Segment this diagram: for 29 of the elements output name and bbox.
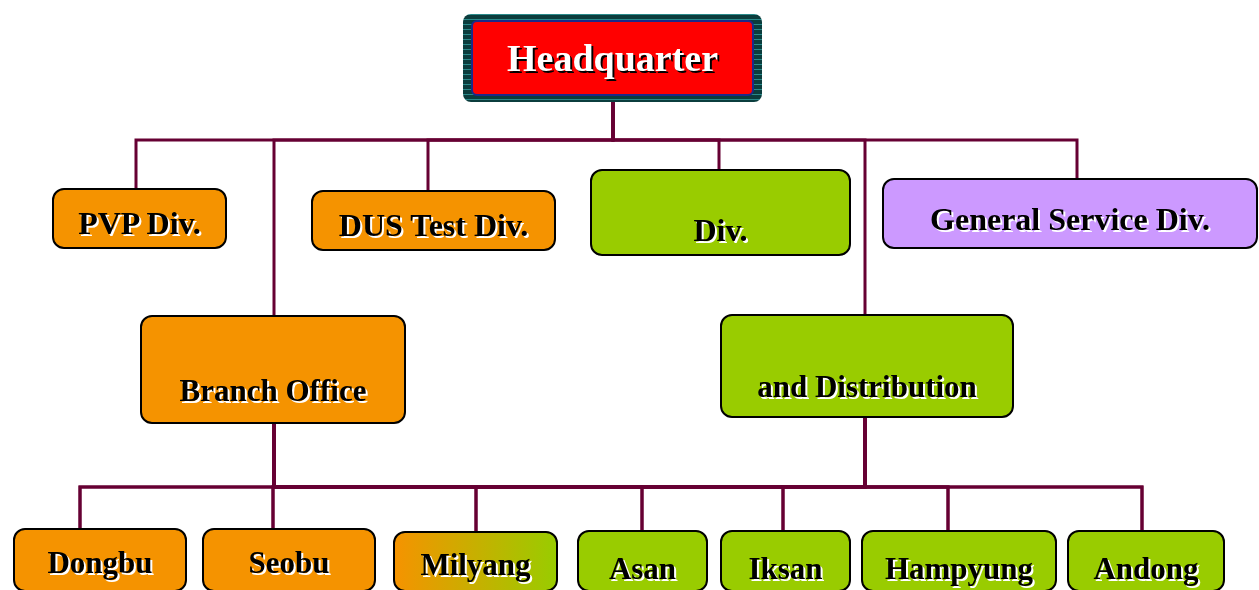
unit-name: Asan	[608, 551, 677, 586]
org-unit-box	[882, 178, 1258, 249]
unit-name: PVP Div.	[78, 205, 201, 241]
connector-line	[863, 418, 1144, 530]
unit-name: Andong	[1093, 551, 1199, 586]
unit-name: DUS Test Div.	[338, 207, 529, 243]
org-unit-box	[311, 190, 556, 251]
headquarter-label: Headquarter	[471, 20, 754, 96]
org-unit-box	[202, 528, 376, 590]
org-unit-box	[720, 314, 1014, 418]
org-unit-box	[861, 530, 1057, 590]
unit-name: Div.	[693, 212, 748, 248]
unit-name: General Service Div.	[930, 201, 1210, 237]
unit-name: Milyang	[420, 547, 531, 582]
org-unit-box	[577, 530, 708, 590]
unit-name: Dongbu	[47, 545, 153, 580]
org-unit-box	[393, 531, 558, 590]
org-unit-box	[140, 315, 406, 424]
org-unit-box	[590, 169, 851, 256]
org-unit-box	[13, 528, 187, 590]
unit-name: and Distribution	[757, 369, 977, 404]
org-unit-box	[720, 530, 851, 590]
headquarter-box	[463, 14, 762, 102]
unit-name: Seobu	[248, 545, 330, 580]
org-unit-box	[1067, 530, 1225, 590]
unit-name: Iksan	[748, 551, 823, 586]
unit-name: Hampyung	[884, 551, 1034, 586]
org-unit-box	[52, 188, 227, 249]
unit-name: Branch Office	[179, 373, 367, 408]
